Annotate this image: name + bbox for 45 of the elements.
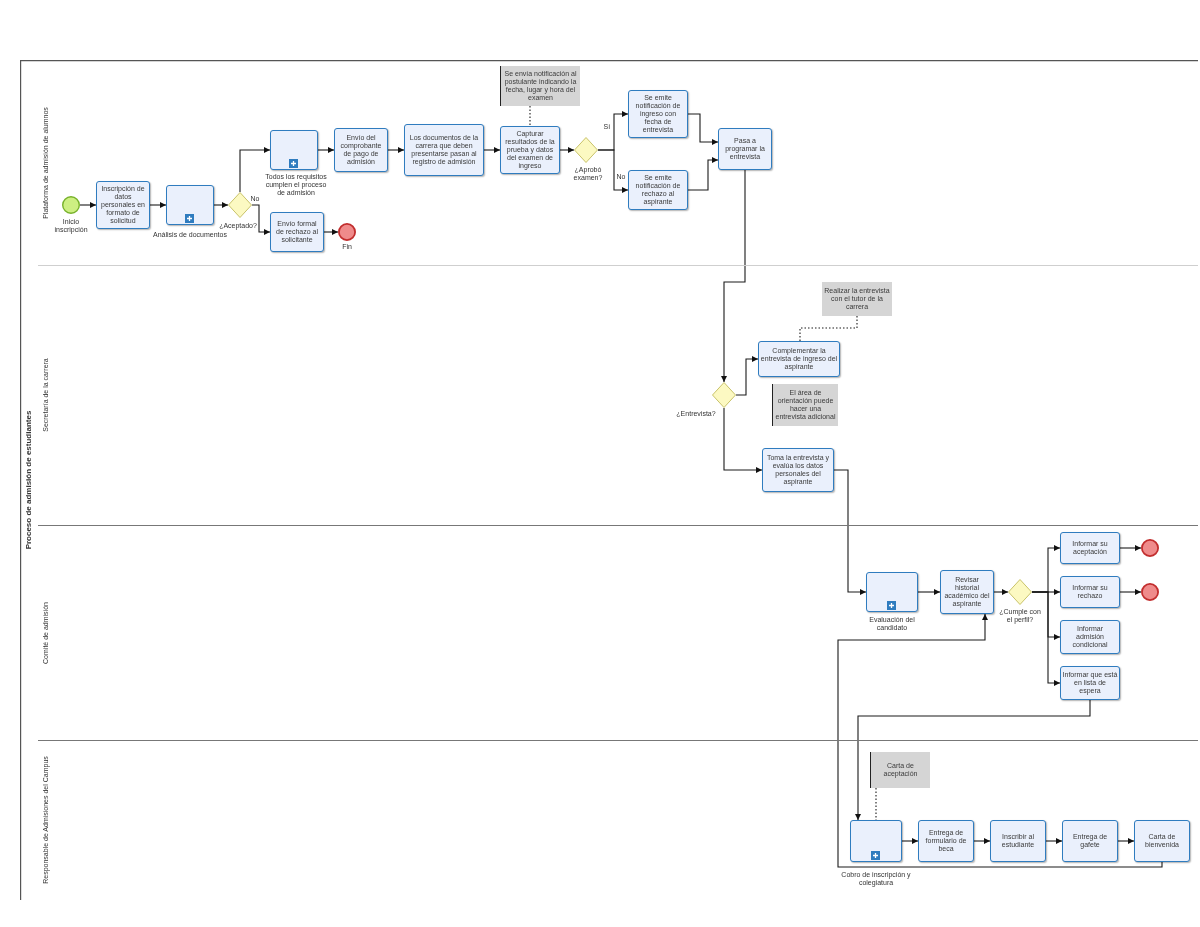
gateway-diamond bbox=[228, 192, 252, 218]
gateway-diamond bbox=[712, 382, 736, 408]
end-event-circle bbox=[1141, 539, 1159, 557]
flow-arrow bbox=[993, 589, 1009, 595]
flow-arrow bbox=[723, 407, 763, 473]
gateway-diamond bbox=[574, 137, 598, 163]
flow-arrow bbox=[597, 149, 629, 193]
end-event-circle bbox=[1141, 583, 1159, 601]
flow-arrow bbox=[1119, 545, 1142, 551]
flow-arrow bbox=[323, 229, 339, 235]
flow-arrow bbox=[317, 147, 335, 153]
flow-arrow bbox=[837, 613, 1163, 868]
flow-arrow bbox=[1119, 589, 1142, 595]
flow-arrow bbox=[149, 202, 167, 208]
dotted-association-line bbox=[875, 787, 877, 821]
flow-arrow bbox=[687, 113, 719, 145]
subprocess-box bbox=[866, 572, 918, 612]
flow-arrow bbox=[1117, 838, 1135, 844]
flow-arrow bbox=[735, 356, 759, 396]
pool bbox=[20, 60, 1198, 900]
flow-arrow bbox=[239, 147, 271, 193]
dotted-association-line bbox=[799, 315, 858, 342]
gateway-diamond bbox=[1008, 579, 1032, 605]
pool-title: Proceso de admisión de estudiantes bbox=[24, 410, 33, 550]
flow-arrow bbox=[251, 204, 271, 235]
flow-arrow bbox=[833, 469, 867, 595]
flow-arrow bbox=[483, 147, 501, 153]
subprocess-box bbox=[270, 130, 318, 170]
start-event-circle bbox=[62, 196, 80, 214]
flow-arrow bbox=[721, 169, 746, 383]
flow-arrow bbox=[213, 202, 229, 208]
flow-arrow bbox=[559, 147, 575, 153]
dotted-association-line bbox=[529, 105, 531, 127]
flow-arrow bbox=[79, 202, 97, 208]
flow-arrow bbox=[1031, 591, 1061, 686]
subprocess-box bbox=[850, 820, 902, 862]
flow-arrow bbox=[917, 589, 941, 595]
flow-arrow bbox=[901, 838, 919, 844]
flow-arrow bbox=[687, 157, 719, 191]
end-event-circle bbox=[338, 223, 356, 241]
subprocess-box bbox=[166, 185, 214, 225]
flow-arrow bbox=[855, 699, 1091, 821]
flow-arrow bbox=[387, 147, 405, 153]
flow-arrow bbox=[1045, 838, 1063, 844]
flow-arrow bbox=[973, 838, 991, 844]
